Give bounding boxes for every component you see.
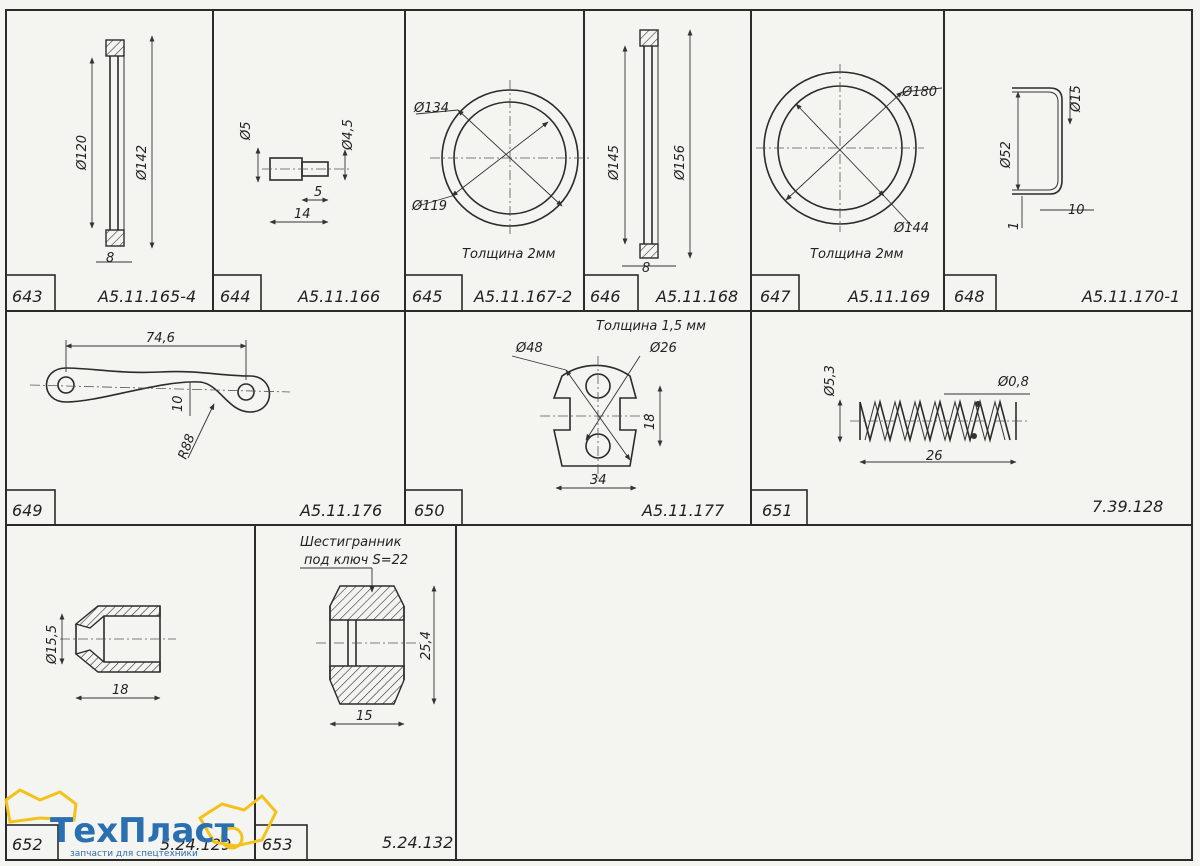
part-number: 651 xyxy=(762,501,793,520)
brand-name: ТехПласт xyxy=(50,811,235,851)
dim-label: Ø144 xyxy=(893,221,929,236)
dim-label: Ø4,5 xyxy=(341,119,356,151)
part-652-drawing: Ø15,5 18 xyxy=(45,605,176,701)
part-648-drawing: Ø52 Ø15 10 1 xyxy=(999,85,1094,230)
thickness-note: Толщина 1,5 мм xyxy=(596,319,706,334)
part-650-drawing: Ø48 Ø26 18 34 Толщина 1,5 мм xyxy=(511,319,706,491)
thickness-note: Толщина 2мм xyxy=(810,247,904,262)
part-number: 647 xyxy=(760,287,791,306)
dim-label: Ø5 xyxy=(239,121,254,141)
dim-label: 8 xyxy=(642,261,650,276)
part-number: 653 xyxy=(262,835,293,854)
dim-label: Ø120 xyxy=(75,135,90,171)
dim-label: 10 xyxy=(171,395,186,412)
part-code: А5.11.177 xyxy=(641,501,725,520)
part-code: 5.24.132 xyxy=(382,833,453,852)
dim-label: 15 xyxy=(356,709,373,724)
dim-label: Ø48 xyxy=(515,341,543,356)
dim-label: 10 xyxy=(1068,203,1085,218)
part-number: 649 xyxy=(12,501,43,520)
dim-label: Ø26 xyxy=(649,341,677,356)
brand-tagline: запчасти для спецтехники xyxy=(70,849,198,859)
part-code: 7.39.128 xyxy=(1092,497,1163,516)
dim-label: 34 xyxy=(590,473,607,488)
dim-label: Ø0,8 xyxy=(997,375,1029,390)
part-number: 650 xyxy=(414,501,445,520)
part-649-drawing: 74,6 10 R88 xyxy=(29,331,291,461)
dim-label: Ø180 xyxy=(901,85,937,100)
hex-note: Шестигранник xyxy=(300,535,402,550)
dim-label: Ø134 xyxy=(413,101,449,116)
dim-label: Ø5,3 xyxy=(823,365,838,397)
dim-label: 14 xyxy=(294,207,311,222)
part-code: А5.11.169 xyxy=(847,287,930,306)
part-code: А5.11.167-2 xyxy=(473,287,572,306)
part-labels: 643 А5.11.165-4 644 А5.11.166 645 А5.11.… xyxy=(12,287,1180,854)
part-code: А5.11.165-4 xyxy=(97,287,196,306)
dim-label: 74,6 xyxy=(146,331,175,346)
part-code: А5.11.166 xyxy=(297,287,380,306)
dim-label: R88 xyxy=(176,432,199,461)
dim-label: Ø145 xyxy=(607,145,622,181)
dim-label: 18 xyxy=(643,413,658,430)
dim-label: 25,4 xyxy=(419,631,434,660)
part-647-drawing: Ø180 Ø144 Толщина 2мм xyxy=(756,64,943,262)
dim-label: 5 xyxy=(314,185,322,200)
hex-note: под ключ S=22 xyxy=(304,553,408,568)
part-number: 652 xyxy=(12,835,43,854)
dim-label: Ø142 xyxy=(135,145,150,181)
part-number: 643 xyxy=(12,287,43,306)
part-number: 644 xyxy=(220,287,251,306)
dim-label: 8 xyxy=(106,251,114,266)
dim-label: Ø156 xyxy=(673,145,688,181)
dim-label: Ø119 xyxy=(411,199,447,214)
dim-label: Ø15 xyxy=(1069,85,1084,113)
thickness-note: Толщина 2мм xyxy=(462,247,556,262)
part-653-drawing: 25,4 15 Шестигранник под ключ S=22 xyxy=(300,535,437,727)
part-643-drawing: Ø120 Ø142 8 xyxy=(75,35,155,266)
part-code: А5.11.170-1 xyxy=(1081,287,1180,306)
part-number: 645 xyxy=(412,287,443,306)
dim-label: 18 xyxy=(112,683,129,698)
part-number: 646 xyxy=(590,287,621,306)
part-number: 648 xyxy=(954,287,985,306)
dim-label: 1 xyxy=(1007,222,1022,230)
dim-label: 26 xyxy=(926,449,943,464)
part-645-drawing: Ø134 Ø119 Толщина 2мм xyxy=(411,80,590,262)
part-651-drawing: Ø5,3 Ø0,8 26 xyxy=(823,365,1030,465)
part-code: А5.11.168 xyxy=(655,287,738,306)
label-boxes xyxy=(5,274,997,861)
dim-label: Ø52 xyxy=(999,141,1014,169)
brand-logo: ТехПласт запчасти для спецтехники xyxy=(4,788,278,859)
dim-label: Ø15,5 xyxy=(45,625,60,665)
part-code: А5.11.176 xyxy=(299,501,382,520)
part-644-drawing: Ø5 Ø4,5 5 14 xyxy=(239,119,356,225)
part-646-drawing: Ø145 Ø156 8 xyxy=(607,29,693,276)
